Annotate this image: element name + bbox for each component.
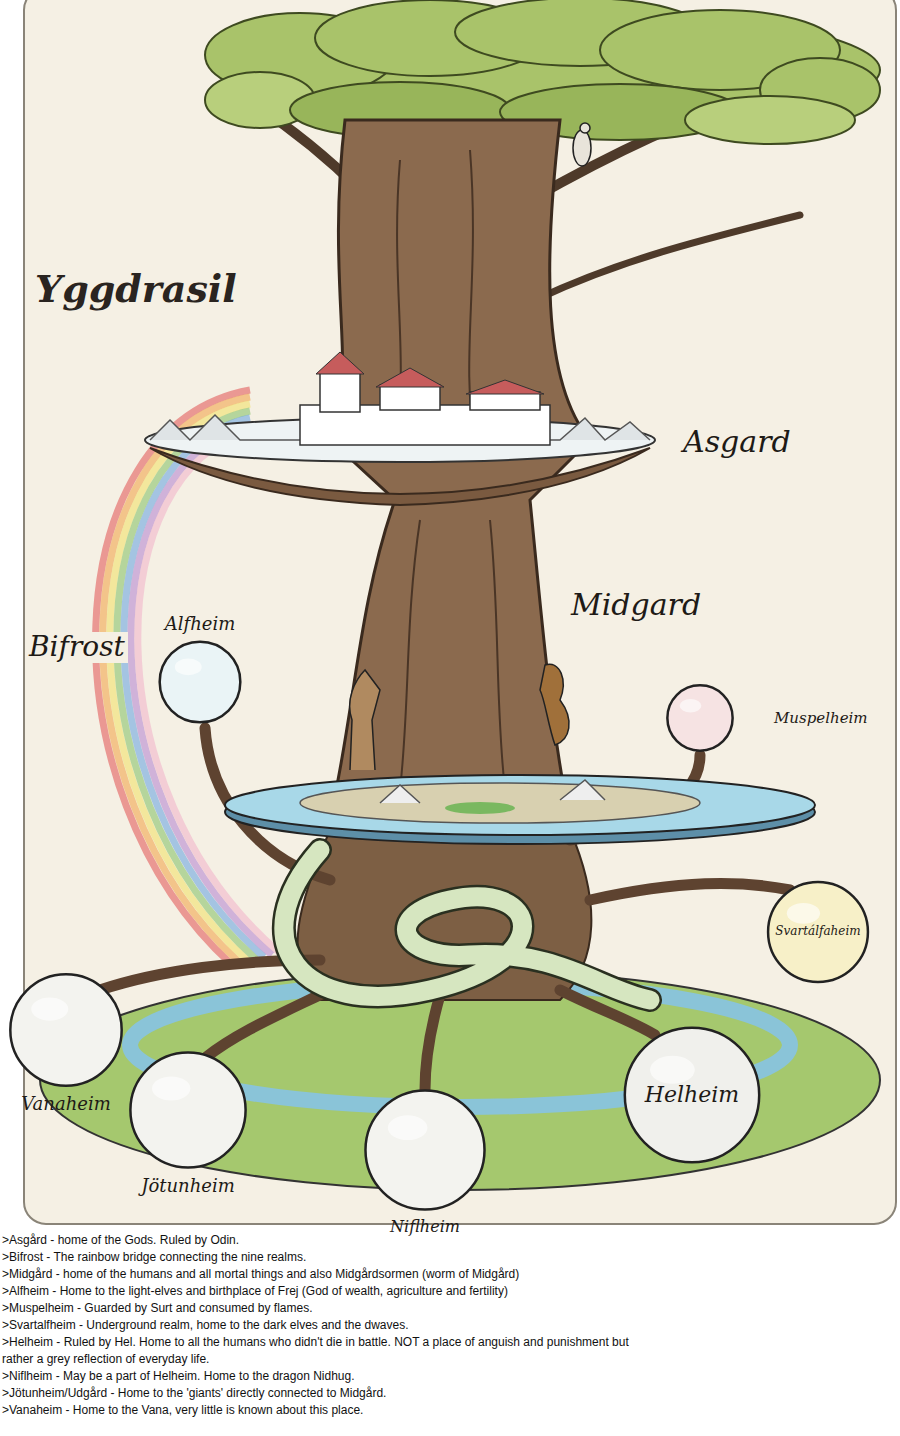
sphere-outline bbox=[158, 640, 242, 724]
sphere bbox=[10, 974, 121, 1085]
rainbow-bridge bbox=[96, 390, 280, 965]
midgard-land bbox=[300, 783, 700, 823]
note-line: >Alfheim - Home to the light-elves and b… bbox=[2, 1283, 642, 1300]
diagram-title: Yggdrasil bbox=[35, 268, 237, 310]
deer-body bbox=[350, 670, 380, 770]
midgard-sea bbox=[225, 775, 815, 835]
realm-label: Midgard bbox=[568, 588, 704, 621]
realm-sphere: Jötunheim bbox=[128, 1050, 248, 1170]
castle-roof bbox=[466, 380, 544, 394]
realm-sphere: Muspelheim bbox=[666, 684, 734, 752]
eagle-body bbox=[573, 130, 591, 166]
root-stem bbox=[590, 883, 790, 900]
realm-sphere: Vanaheim bbox=[8, 972, 124, 1088]
realm-label: Asgard bbox=[680, 425, 794, 458]
castle-tower bbox=[320, 372, 360, 412]
bark-lines bbox=[395, 150, 505, 790]
castle-hall bbox=[470, 392, 540, 410]
foliage bbox=[685, 96, 855, 144]
note-line: >Bifrost - The rainbow bridge connecting… bbox=[2, 1249, 642, 1266]
realm-name: Vanaheim bbox=[21, 1094, 110, 1114]
note-line: >Midgård - home of the humans and all mo… bbox=[2, 1266, 642, 1283]
realm-sphere: Alfheim bbox=[158, 640, 242, 724]
realm-name: Svartálfaheim bbox=[775, 925, 860, 938]
castle-hall bbox=[380, 385, 440, 410]
realm-sphere: Helheim bbox=[622, 1025, 762, 1165]
notes-block: >Asgård - home of the Gods. Ruled by Odi… bbox=[2, 1232, 642, 1419]
realm-name: Helheim bbox=[645, 1083, 739, 1107]
sphere bbox=[625, 1028, 759, 1162]
sphere bbox=[130, 1052, 245, 1167]
sphere-outline bbox=[363, 1088, 487, 1212]
note-line: >Asgård - home of the Gods. Ruled by Odi… bbox=[2, 1232, 642, 1249]
sphere bbox=[768, 882, 868, 982]
realm-sphere: Niflheim bbox=[363, 1088, 487, 1212]
midgard-forest bbox=[445, 802, 515, 814]
bark-line bbox=[490, 520, 505, 790]
sphere-outline bbox=[8, 972, 124, 1088]
notebook-page bbox=[24, 0, 896, 1224]
sphere-highlight bbox=[388, 1115, 428, 1140]
note-line: >Vanaheim - Home to the Vana, very littl… bbox=[2, 1402, 642, 1419]
sphere-highlight bbox=[175, 658, 202, 675]
realm-name: Muspelheim bbox=[774, 710, 868, 727]
eagle-head bbox=[580, 123, 590, 133]
note-line: >Helheim - Ruled by Hel. Home to all the… bbox=[2, 1334, 642, 1368]
sphere-outline bbox=[128, 1050, 248, 1170]
sphere-outline bbox=[666, 684, 734, 752]
rainbow-band bbox=[131, 425, 272, 955]
sphere-highlight bbox=[31, 998, 68, 1021]
root-stem bbox=[425, 995, 440, 1090]
asgard-castle bbox=[300, 352, 550, 445]
sphere-highlight bbox=[650, 1056, 695, 1084]
realm-name: Niflheim bbox=[390, 1218, 460, 1236]
midgard-mountains bbox=[380, 780, 605, 803]
tree-illustration bbox=[0, 0, 900, 1226]
sphere bbox=[667, 685, 732, 750]
sphere bbox=[160, 642, 241, 723]
note-line: >Svartalfheim - Underground realm, home … bbox=[2, 1317, 642, 1334]
realm-name: Alfheim bbox=[165, 614, 236, 634]
note-line: >Muspelheim - Guarded by Surt and consum… bbox=[2, 1300, 642, 1317]
realm-sphere: Svartálfaheim bbox=[766, 880, 870, 984]
castle-roof bbox=[316, 352, 364, 374]
sphere-highlight bbox=[787, 903, 820, 924]
deer bbox=[350, 670, 380, 770]
sphere-highlight bbox=[680, 699, 702, 713]
squirrel bbox=[540, 664, 569, 745]
note-line: >Niflheim - May be a part of Helheim. Ho… bbox=[2, 1368, 642, 1385]
note-line: >Jötunheim/Udgård - Home to the 'giants'… bbox=[2, 1385, 642, 1402]
castle-roof bbox=[376, 368, 444, 387]
serpent-outline bbox=[284, 850, 650, 1000]
branch bbox=[535, 215, 800, 300]
rainbow-band bbox=[124, 418, 264, 957]
eagle bbox=[573, 123, 591, 166]
squirrel-body bbox=[540, 664, 569, 745]
realm-name: Jötunheim bbox=[141, 1176, 235, 1196]
sphere-highlight bbox=[152, 1076, 190, 1100]
bark-line bbox=[400, 520, 420, 790]
midgard-serpent bbox=[284, 850, 650, 1000]
rainbow-band bbox=[138, 432, 280, 953]
sphere bbox=[365, 1090, 484, 1209]
realm-label: Bifrost bbox=[26, 632, 128, 663]
